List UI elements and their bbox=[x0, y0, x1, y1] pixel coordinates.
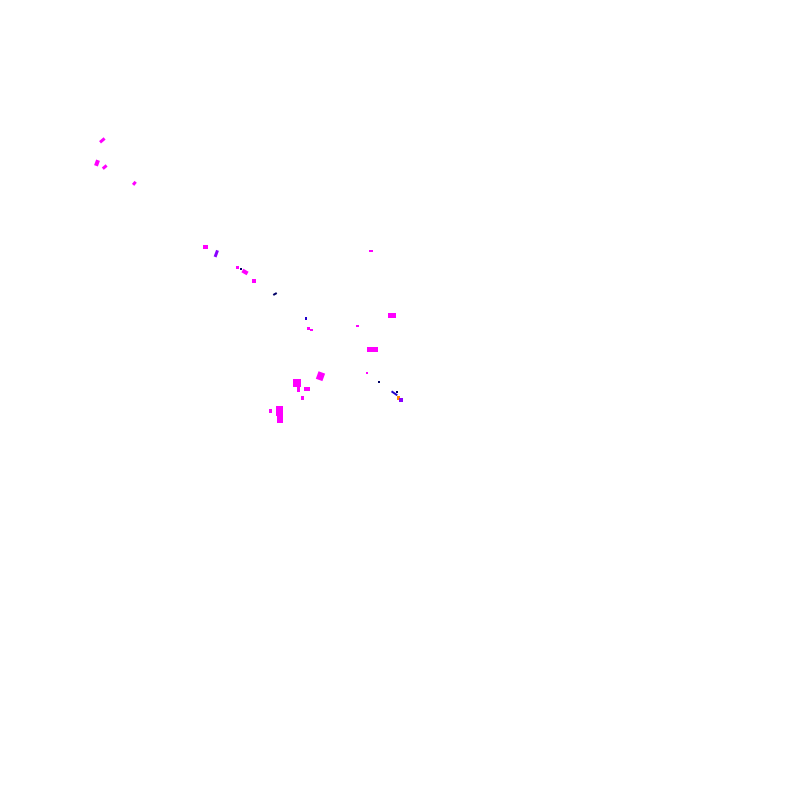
speck bbox=[276, 406, 283, 416]
speck bbox=[101, 164, 108, 170]
speck bbox=[252, 279, 256, 283]
speck bbox=[236, 266, 239, 269]
speck bbox=[396, 391, 398, 393]
speck bbox=[390, 390, 398, 397]
speck bbox=[213, 249, 219, 258]
cluster-right bbox=[356, 250, 403, 402]
speck bbox=[241, 268, 249, 276]
cluster-lower bbox=[269, 371, 326, 423]
speck bbox=[367, 347, 378, 352]
speck bbox=[399, 398, 403, 402]
speck bbox=[356, 325, 359, 327]
speck bbox=[315, 371, 326, 382]
speck bbox=[310, 329, 313, 331]
speck bbox=[94, 159, 100, 167]
cluster-upper-left bbox=[94, 137, 137, 186]
speck bbox=[269, 409, 272, 413]
speck bbox=[304, 387, 310, 391]
speck bbox=[307, 327, 310, 330]
speck bbox=[272, 292, 278, 296]
speck bbox=[366, 372, 368, 374]
speck bbox=[240, 268, 242, 270]
speck bbox=[369, 250, 373, 252]
speck bbox=[297, 386, 300, 392]
speck bbox=[378, 381, 380, 383]
speck bbox=[397, 396, 400, 400]
cluster-diagonal bbox=[203, 245, 313, 331]
speck bbox=[305, 317, 307, 320]
speck bbox=[203, 245, 208, 249]
speck bbox=[277, 415, 283, 423]
speck bbox=[131, 180, 137, 186]
speck bbox=[293, 379, 301, 387]
speck bbox=[301, 396, 304, 400]
speck bbox=[388, 313, 396, 318]
speck bbox=[99, 137, 106, 144]
